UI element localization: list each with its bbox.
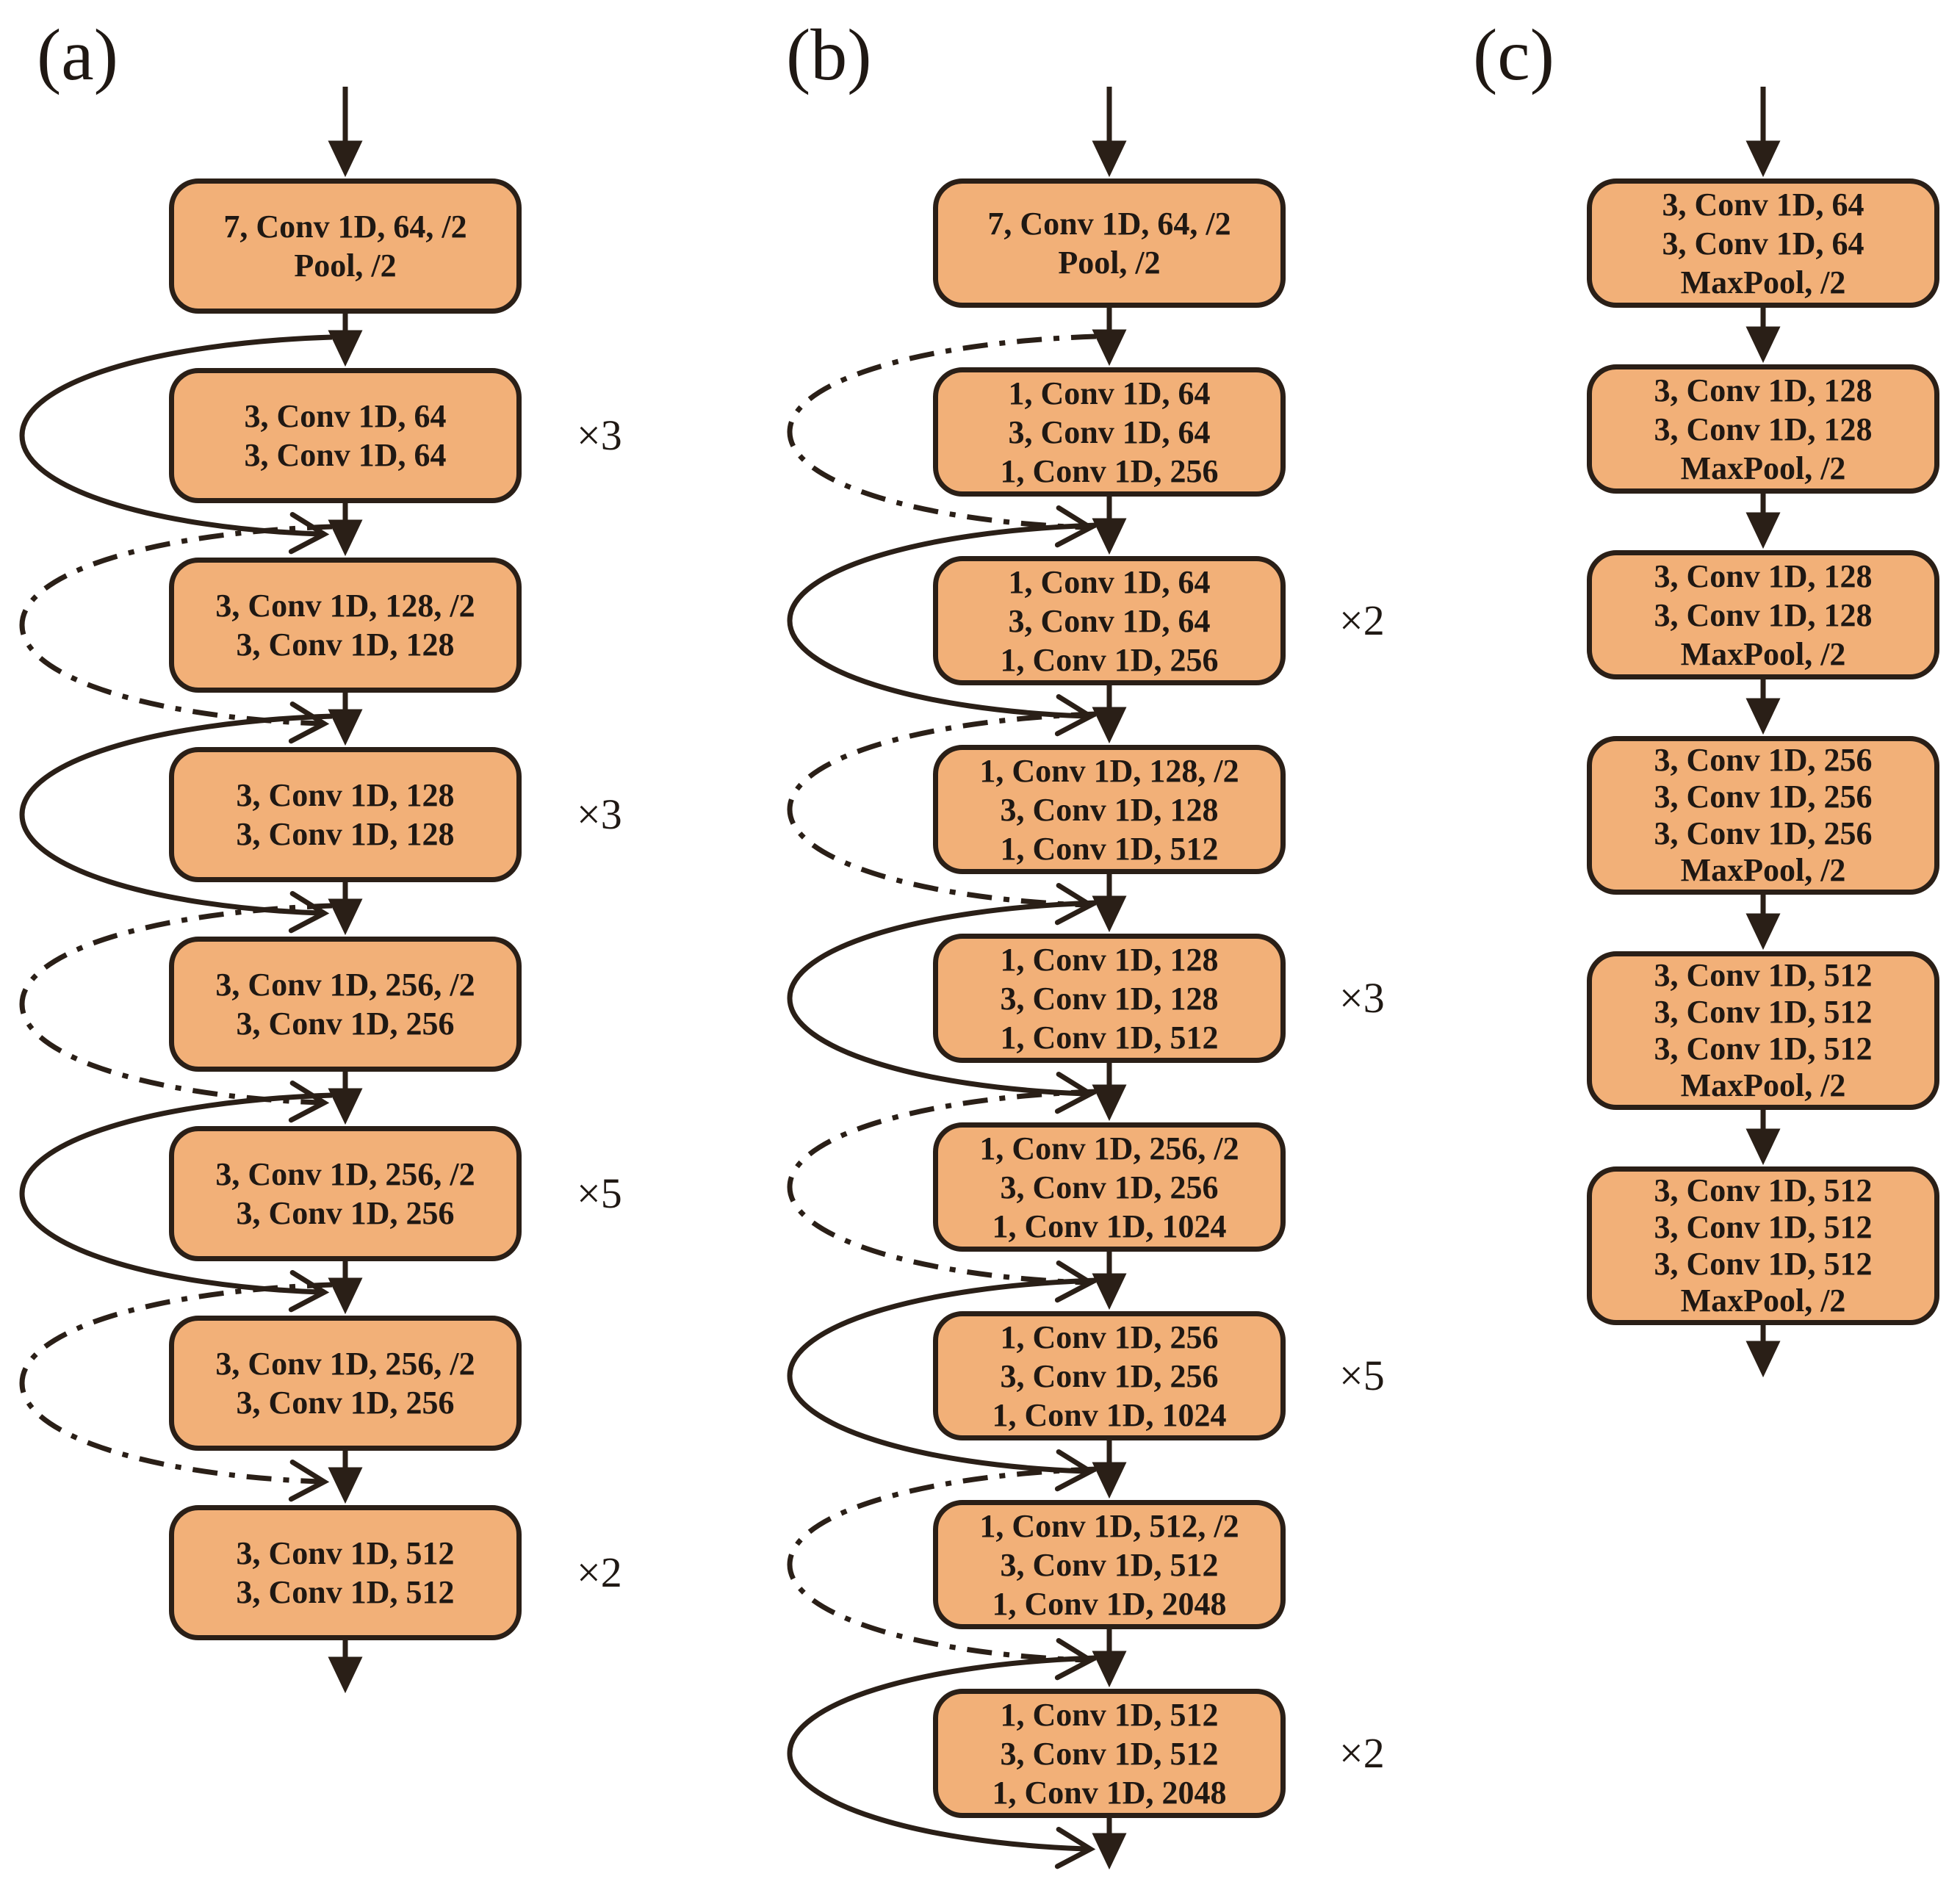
block-line: 3, Conv 1D, 256 [1654, 815, 1873, 851]
panel-label-a: (a) [37, 14, 118, 95]
block-line: 3, Conv 1D, 64 [1008, 414, 1211, 450]
block-line: 1, Conv 1D, 1024 [992, 1396, 1227, 1433]
block-line: 1, Conv 1D, 512, /2 [979, 1507, 1239, 1544]
block-line: 1, Conv 1D, 512 [1000, 1696, 1219, 1733]
block-line: 3, Conv 1D, 128 [1654, 596, 1873, 633]
block-line: 3, Conv 1D, 512 [1654, 1209, 1873, 1245]
block-line: 3, Conv 1D, 512 [236, 1535, 455, 1571]
block-line: 3, Conv 1D, 64 [1662, 186, 1864, 223]
block-line: 3, Conv 1D, 256 [236, 1385, 455, 1421]
repeat-count: ×2 [577, 1548, 622, 1596]
block-line: 3, Conv 1D, 256 [236, 1195, 455, 1231]
repeat-count: ×3 [577, 411, 622, 459]
block-line: MaxPool, /2 [1680, 852, 1846, 888]
block-line: 3, Conv 1D, 256 [1654, 779, 1873, 815]
block-line: 3, Conv 1D, 512 [1654, 957, 1873, 993]
block-line: 3, Conv 1D, 256 [1654, 742, 1873, 778]
block-line: 1, Conv 1D, 256, /2 [979, 1130, 1239, 1166]
block-line: 3, Conv 1D, 256 [236, 1006, 455, 1042]
block-line: MaxPool, /2 [1680, 635, 1846, 672]
block-line: 3, Conv 1D, 512 [1654, 1031, 1873, 1067]
block-line: 3, Conv 1D, 512 [1654, 1172, 1873, 1208]
block-line: 3, Conv 1D, 128 [236, 777, 455, 813]
panel-label-c: (c) [1473, 14, 1554, 95]
block-line: 3, Conv 1D, 128 [1000, 980, 1219, 1017]
block-line: 3, Conv 1D, 256, /2 [215, 967, 475, 1003]
block-line: 3, Conv 1D, 64 [1008, 602, 1211, 639]
block-line: 1, Conv 1D, 512 [1000, 1019, 1219, 1056]
block-line: 3, Conv 1D, 512 [236, 1574, 455, 1610]
block-line: 3, Conv 1D, 128 [1654, 372, 1873, 408]
repeat-count: ×5 [1339, 1352, 1385, 1399]
panel-a-skip-connections [19, 334, 333, 1502]
block-line: 1, Conv 1D, 256 [1000, 452, 1219, 489]
block-line: 3, Conv 1D, 512 [1654, 1246, 1873, 1282]
block-line: 1, Conv 1D, 256 [1000, 641, 1219, 678]
block-line: 3, Conv 1D, 128 [1654, 558, 1873, 594]
block-line: 3, Conv 1D, 128 [1654, 411, 1873, 447]
repeat-count: ×2 [1339, 596, 1385, 644]
block-line: 1, Conv 1D, 128 [1000, 941, 1219, 978]
repeat-count: ×3 [1339, 974, 1385, 1022]
block-line: 1, Conv 1D, 1024 [992, 1208, 1227, 1244]
block-line: 3, Conv 1D, 256 [1000, 1169, 1219, 1205]
repeat-count: ×5 [577, 1169, 622, 1217]
block-line: 3, Conv 1D, 64 [1662, 225, 1864, 262]
block-line: 1, Conv 1D, 64 [1008, 375, 1211, 411]
block-line: 3, Conv 1D, 512 [1000, 1546, 1219, 1583]
block-line: 3, Conv 1D, 128 [236, 627, 455, 663]
block-line: 3, Conv 1D, 256, /2 [215, 1346, 475, 1382]
block-line: 3, Conv 1D, 256, /2 [215, 1156, 475, 1192]
block-line: 1, Conv 1D, 2048 [992, 1774, 1227, 1811]
block-line: 3, Conv 1D, 512 [1000, 1735, 1219, 1772]
block-line: 7, Conv 1D, 64, /2 [223, 209, 467, 245]
block-line: 3, Conv 1D, 256 [1000, 1357, 1219, 1394]
block-line: MaxPool, /2 [1680, 450, 1846, 486]
block-line: MaxPool, /2 [1680, 1067, 1846, 1103]
block-line: 3, Conv 1D, 128 [236, 816, 455, 852]
block-line: Pool, /2 [1058, 245, 1161, 281]
block-line: 1, Conv 1D, 64 [1008, 563, 1211, 600]
block-line: 1, Conv 1D, 2048 [992, 1585, 1227, 1622]
block-line: 1, Conv 1D, 512 [1000, 830, 1219, 867]
block-line: 1, Conv 1D, 256 [1000, 1319, 1219, 1355]
block-line: 3, Conv 1D, 64 [244, 437, 447, 473]
block-line: 1, Conv 1D, 128, /2 [979, 752, 1239, 789]
block-line: MaxPool, /2 [1680, 1283, 1846, 1319]
block-line: 3, Conv 1D, 128 [1000, 791, 1219, 828]
repeat-count: ×3 [577, 790, 622, 838]
block-line: Pool, /2 [294, 248, 397, 284]
block-line: 3, Conv 1D, 64 [244, 398, 447, 434]
block-line: 3, Conv 1D, 512 [1654, 994, 1873, 1030]
block-line: 3, Conv 1D, 128, /2 [215, 588, 475, 624]
block-line: 7, Conv 1D, 64, /2 [987, 206, 1231, 242]
block-line: MaxPool, /2 [1680, 264, 1846, 300]
panel-label-b: (b) [786, 14, 872, 95]
repeat-count: ×2 [1339, 1729, 1385, 1777]
